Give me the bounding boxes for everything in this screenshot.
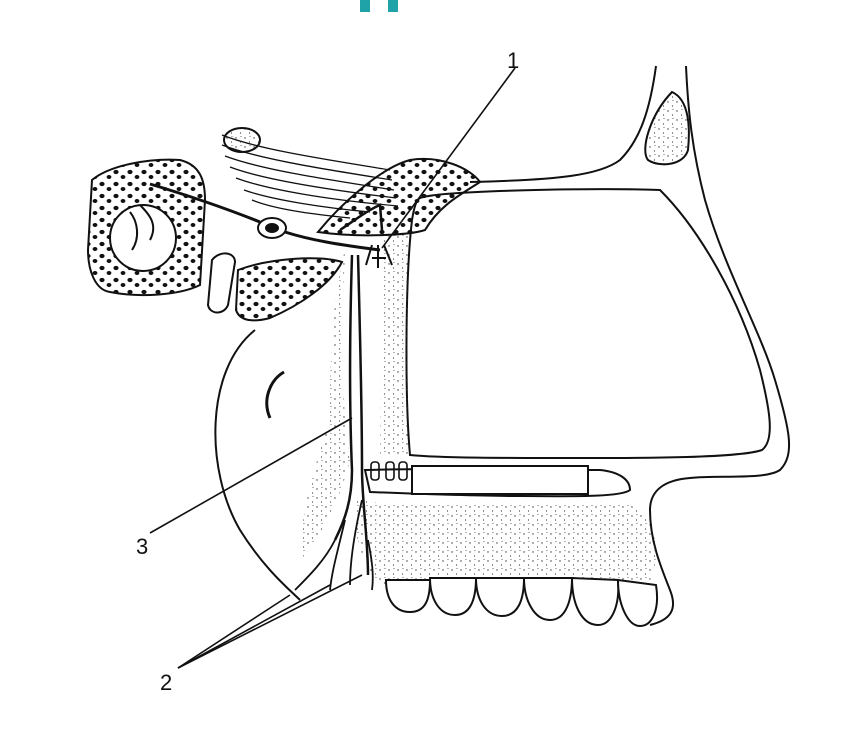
palate-bar	[412, 466, 588, 494]
teal-top-marker	[360, 0, 398, 12]
muscle-stump	[224, 128, 260, 152]
orbit-inner-mark	[267, 372, 284, 418]
callout-label-3: 3	[136, 536, 148, 558]
alveolar-process	[354, 500, 656, 585]
leader-line-2a	[178, 595, 290, 668]
nasal-bridge-outline	[470, 66, 656, 182]
nasal-wall-stipple	[380, 232, 410, 455]
callout-label-2: 2	[160, 672, 172, 694]
canal-oval	[208, 253, 235, 312]
orbit-outline	[215, 330, 300, 600]
maxillary-teeth	[386, 578, 657, 626]
sphenoid-sinus	[110, 205, 176, 271]
palate-foramina	[371, 462, 407, 480]
leader-line-2b	[178, 585, 330, 668]
pterygopalatine-ganglion	[258, 218, 286, 238]
pterygoid-plate	[236, 258, 342, 320]
callout-label-1: 1	[507, 50, 519, 72]
frontal-sinus	[645, 92, 689, 164]
leader-line-2c	[178, 575, 362, 668]
